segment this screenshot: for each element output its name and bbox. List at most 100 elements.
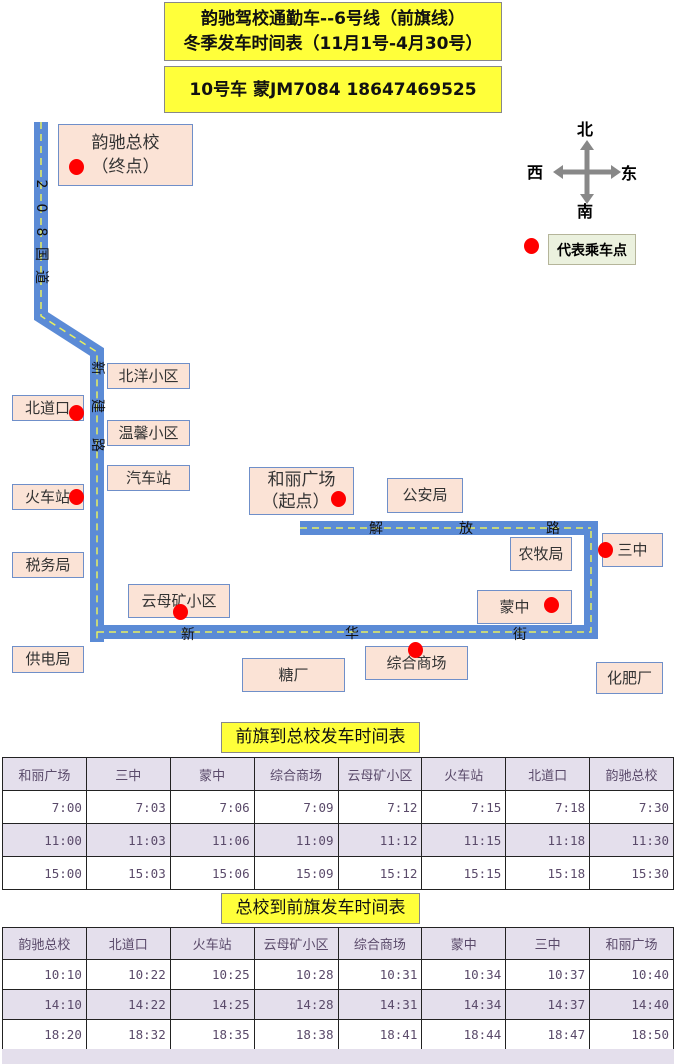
time-cell: 18:47 xyxy=(505,1019,591,1050)
place-zonghe: 综合商场 xyxy=(365,646,468,680)
place-nongmuju: 农牧局 xyxy=(510,537,572,571)
timetable1-title: 前旗到总校发车时间表 xyxy=(221,722,420,753)
road-label: 街 xyxy=(513,627,527,643)
header-title: 韵驰驾校通勤车--6号线（前旗线） 冬季发车时间表（11月1号-4月30号） xyxy=(164,2,502,61)
column-header: 韵驰总校 xyxy=(589,757,674,791)
road-label: 华 xyxy=(345,626,359,642)
place-beiyang: 北洋小区 xyxy=(107,363,190,389)
column-header: 蒙中 xyxy=(421,927,507,960)
compass-north: 北 xyxy=(576,120,594,139)
table-header-row: 和丽广场三中蒙中综合商场云母矿小区火车站北道口韵驰总校 xyxy=(2,757,674,791)
time-cell: 15:06 xyxy=(169,856,255,890)
column-header: 韵驰总校 xyxy=(2,927,87,960)
column-header: 和丽广场 xyxy=(2,757,87,791)
time-cell: 11:03 xyxy=(85,823,171,857)
column-header: 北道口 xyxy=(85,927,171,960)
column-header: 综合商场 xyxy=(337,927,423,960)
place-start: 和丽广场 （起点） xyxy=(249,467,354,515)
place-qichezhan: 汽车站 xyxy=(107,465,190,491)
time-cell: 11:00 xyxy=(2,823,87,857)
compass-icon xyxy=(553,140,621,204)
road-label: 2 xyxy=(33,179,49,189)
stop-marker-icon xyxy=(69,159,84,175)
place-wenxin: 温馨小区 xyxy=(107,420,190,446)
stop-marker-icon xyxy=(544,597,559,613)
time-cell: 10:10 xyxy=(2,959,87,990)
time-cell: 18:44 xyxy=(421,1019,507,1050)
stop-marker-icon xyxy=(598,542,613,558)
table-header-row: 韵驰总校北道口火车站云母矿小区综合商场蒙中三中和丽广场 xyxy=(2,927,674,960)
time-cell: 10:40 xyxy=(589,959,674,990)
time-cell: 14:40 xyxy=(589,989,674,1020)
time-cell: 11:18 xyxy=(505,823,591,857)
time-cell: 14:31 xyxy=(337,989,423,1020)
time-cell: 18:41 xyxy=(337,1019,423,1050)
time-cell: 10:28 xyxy=(253,959,339,990)
stop-marker-icon xyxy=(331,491,346,507)
place-gongdianju: 供电局 xyxy=(12,646,84,673)
column-header: 三中 xyxy=(85,757,171,791)
column-header: 北道口 xyxy=(505,757,591,791)
time-cell: 14:25 xyxy=(169,989,255,1020)
place-note: （终点） xyxy=(91,157,160,177)
place-beidaokou: 北道口 xyxy=(12,395,84,421)
bus-info: 10号车 蒙JM7084 18647469525 xyxy=(164,66,502,113)
stop-marker-icon xyxy=(173,604,188,620)
header-line1: 韵驰驾校通勤车--6号线（前旗线） xyxy=(201,9,465,29)
time-cell: 18:35 xyxy=(169,1019,255,1050)
time-cell: 11:15 xyxy=(421,823,507,857)
time-cell: 18:20 xyxy=(2,1019,87,1050)
time-cell: 10:22 xyxy=(85,959,171,990)
place-gonganju: 公安局 xyxy=(387,478,463,513)
timetable2-title: 总校到前旗发车时间表 xyxy=(221,893,420,924)
time-cell: 14:22 xyxy=(85,989,171,1020)
time-cell: 7:03 xyxy=(85,790,171,824)
time-cell: 7:00 xyxy=(2,790,87,824)
legend-label: 代表乘车点 xyxy=(548,234,636,265)
place-name: 韵驰总校 xyxy=(91,133,160,153)
time-cell: 14:28 xyxy=(253,989,339,1020)
time-cell: 14:37 xyxy=(505,989,591,1020)
road-label: 0 xyxy=(33,203,49,213)
time-cell: 18:50 xyxy=(589,1019,674,1050)
road-label: 国 xyxy=(33,247,49,261)
time-cell: 7:15 xyxy=(421,790,507,824)
time-cell: 7:30 xyxy=(589,790,674,824)
time-cell: 10:31 xyxy=(337,959,423,990)
time-cell: 14:34 xyxy=(421,989,507,1020)
time-cell: 7:18 xyxy=(505,790,591,824)
time-cell: 11:09 xyxy=(253,823,339,857)
column-header: 综合商场 xyxy=(253,757,339,791)
time-cell: 18:32 xyxy=(85,1019,171,1050)
road-label: 道 xyxy=(33,270,49,284)
place-shuiwuju: 税务局 xyxy=(12,552,84,578)
place-tangchang: 糖厂 xyxy=(242,658,345,692)
road-label: 建 xyxy=(89,399,105,413)
time-cell: 11:06 xyxy=(169,823,255,857)
time-cell: 14:10 xyxy=(2,989,87,1020)
time-cell: 15:18 xyxy=(505,856,591,890)
place-yunmukuang: 云母矿小区 xyxy=(128,584,230,618)
road-label: 8 xyxy=(33,227,49,237)
time-cell: 18:38 xyxy=(253,1019,339,1050)
road-label: 路 xyxy=(546,521,560,537)
time-cell: 15:15 xyxy=(421,856,507,890)
legend-stop-icon xyxy=(524,238,539,254)
time-cell: 15:30 xyxy=(589,856,674,890)
stop-marker-icon xyxy=(69,489,84,505)
time-cell: 11:12 xyxy=(337,823,423,857)
time-cell: 10:34 xyxy=(421,959,507,990)
time-cell: 7:12 xyxy=(337,790,423,824)
stop-marker-icon xyxy=(69,405,84,421)
column-header: 云母矿小区 xyxy=(253,927,339,960)
place-huochezhan: 火车站 xyxy=(12,484,84,510)
compass-south: 南 xyxy=(576,202,594,221)
column-header: 火车站 xyxy=(421,757,507,791)
